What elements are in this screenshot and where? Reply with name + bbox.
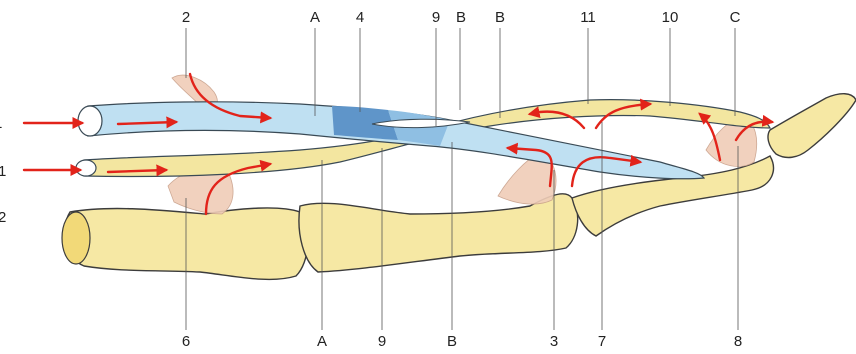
label-top-11: 11	[580, 9, 596, 26]
label-top-b1: B	[456, 9, 466, 26]
label-left-1b: 1	[0, 163, 6, 180]
label-bottom-9: 9	[378, 333, 386, 350]
label-top-c: C	[730, 9, 741, 26]
label-top-9: 9	[432, 9, 440, 26]
label-bottom-6: 6	[182, 333, 190, 350]
label-bottom-b: B	[447, 333, 457, 350]
middle-phalanx	[299, 194, 578, 272]
yellow-tendon-cut-end	[76, 160, 96, 176]
blue-tendon-cut-end	[78, 106, 102, 136]
label-top-b2: B	[495, 9, 505, 26]
label-bottom-3: 3	[550, 333, 558, 350]
label-top-2: 2	[182, 9, 190, 26]
label-left-2: 2	[0, 209, 6, 226]
label-top-10: 10	[662, 9, 679, 26]
bottom-labels: 6 A 9 B 3 7 8	[182, 333, 742, 350]
leader-lines	[186, 28, 738, 330]
label-bottom-8: 8	[734, 333, 742, 350]
label-bottom-7: 7	[598, 333, 606, 350]
top-labels: 2 A 4 9 B B 11 10 C	[182, 9, 741, 26]
proximal-phalanx-base	[62, 212, 90, 264]
label-bottom-a: A	[317, 333, 327, 350]
label-top-4: 4	[356, 9, 364, 26]
finger-tip	[768, 94, 856, 158]
label-left-1a: 1	[0, 115, 2, 132]
label-top-a: A	[310, 9, 320, 26]
left-labels: 1 1 2	[0, 115, 6, 226]
